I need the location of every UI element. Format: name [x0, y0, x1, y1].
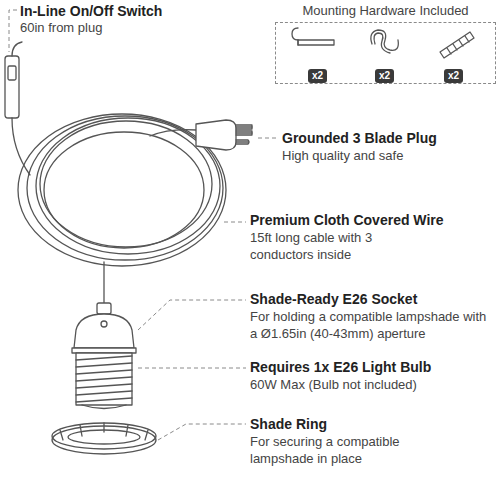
cord	[103, 262, 104, 305]
e26-socket	[72, 303, 136, 409]
callout-note: 60in from plug	[20, 20, 220, 37]
box-heading: Mounting Hardware Included	[276, 3, 495, 18]
badge-text: x2	[312, 70, 323, 81]
grounded-plug	[196, 120, 252, 150]
callout-title: In-Line On/Off Switch	[20, 2, 240, 20]
badge-text: x2	[379, 70, 390, 81]
wall-anchor	[440, 32, 474, 58]
quantity-badge: x2	[375, 69, 394, 83]
callout-title: Premium Cloth Covered Wire	[250, 211, 495, 229]
quantity-badge: x2	[308, 69, 327, 83]
cord	[150, 130, 196, 136]
shade-ring	[52, 423, 156, 454]
badge-text: x2	[448, 70, 459, 81]
cord	[12, 118, 30, 175]
callout-title: Requires 1x E26 Light Bulb	[250, 358, 495, 376]
callout-title: Shade-Ready E26 Socket	[250, 290, 495, 308]
ceiling-hook	[292, 28, 334, 45]
leader-lines	[9, 10, 278, 440]
quantity-badge: x2	[444, 69, 463, 83]
inline-switch	[5, 56, 19, 118]
callout-title: Shade Ring	[250, 415, 495, 433]
hardware-box: Mounting Hardware Includedx2x2x2	[275, 22, 496, 84]
cord-coil	[18, 114, 226, 266]
s-hook	[371, 30, 398, 53]
callout-note: For securing a compatible lampshade in p…	[250, 434, 422, 468]
cord	[12, 42, 22, 56]
callout-title: Grounded 3 Blade Plug	[282, 129, 494, 147]
callout-note: 60W Max (Bulb not included)	[250, 377, 495, 394]
switch-toggle	[8, 66, 16, 80]
callout-note: High quality and safe	[282, 148, 494, 165]
callout-note: For holding a compatible lampshade with …	[250, 309, 495, 343]
callout-note: 15ft long cable with 3 conductors inside	[250, 230, 398, 264]
